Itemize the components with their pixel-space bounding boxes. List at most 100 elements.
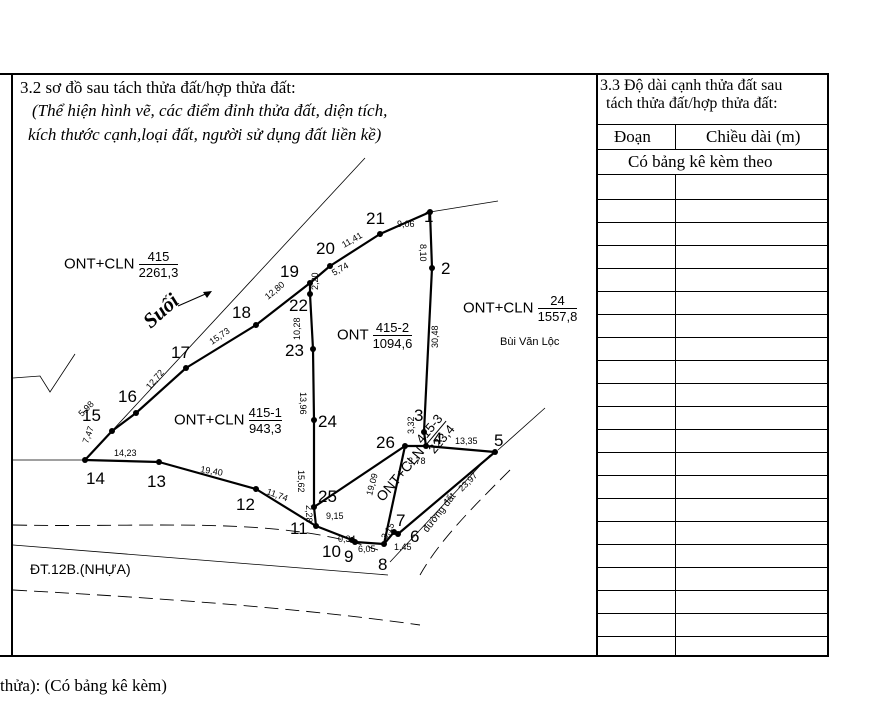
vertex-point-12 [253, 486, 259, 492]
vertex-point-16 [133, 410, 139, 416]
vertex-point-13 [156, 459, 162, 465]
vertex-point-25 [311, 504, 317, 510]
left-note-line2: kích thước cạnh,loại đất, người sử dụng … [28, 125, 382, 144]
table-row-line [597, 124, 828, 125]
vertex-label-21: 21 [366, 209, 385, 228]
edge-length-label: 15,62 [296, 470, 306, 493]
table-row-line [597, 314, 828, 315]
vertex-label-14: 14 [86, 469, 105, 488]
vertex-label-20: 20 [316, 239, 335, 258]
vertex-point-5 [492, 449, 498, 455]
edge-length-label: 3,32 [406, 416, 416, 434]
parcel-area: 1094,6 [372, 336, 413, 351]
vertex-label-7: 7 [396, 511, 405, 530]
road-label: ĐT.12B.(NHỰA) [30, 561, 131, 577]
edge-length-label: 12,80 [263, 279, 287, 301]
table-row-line [597, 337, 828, 338]
edge-length-label: 2,28 [304, 505, 314, 523]
edge-length-label: 6,05 [358, 544, 376, 554]
vertex-point-24 [311, 417, 317, 423]
table-row-line [597, 613, 828, 614]
vertex-label-10: 10 [322, 542, 341, 561]
parcel-label-24: ONT+CLN 24 1557,8 [463, 293, 578, 324]
vertex-point-1 [427, 209, 433, 215]
table-row-line [597, 636, 828, 637]
table-row-line [597, 245, 828, 246]
vertex-label-15: 15 [82, 406, 101, 425]
vertex-label-18: 18 [232, 303, 251, 322]
vertex-point-22 [307, 291, 313, 297]
neighbor-boundary-right [497, 407, 546, 451]
neighbor-owner-label: Bùi Văn Lộc [500, 336, 560, 348]
vertex-label-5: 5 [494, 431, 503, 450]
parcel-divider-west [308, 283, 318, 527]
parcel-area: 2261,3 [138, 265, 179, 280]
vertex-point-15 [109, 428, 115, 434]
road-dash-2 [12, 589, 421, 626]
vertex-label-3: 3 [414, 406, 423, 425]
table-row-line [597, 174, 828, 175]
vertex-point-18 [253, 322, 259, 328]
vertex-point-20 [327, 263, 333, 269]
vertex-point-8 [381, 541, 387, 547]
parcel-area: 1557,8 [537, 309, 578, 324]
vertex-point-10 [349, 537, 355, 543]
vertex-point-19 [307, 280, 313, 286]
parcel-prefix: ONT+CLN [174, 411, 245, 429]
road-dash-3 [419, 469, 511, 576]
table-row-line [597, 406, 828, 407]
road-edge-1 [389, 454, 491, 563]
table-row-line [597, 590, 828, 591]
vertex-label-12: 12 [236, 495, 255, 514]
vertex-point-26 [402, 443, 408, 449]
vertex-label-2: 2 [441, 259, 450, 278]
west-boundary-2 [12, 353, 76, 393]
parcel-number: 415 [138, 249, 179, 265]
edge-length-label: 14,23 [114, 448, 137, 458]
parcel-prefix: ONT+CLN [64, 255, 135, 273]
table-row-line [597, 268, 828, 269]
table-row-line [597, 475, 828, 476]
edge-length-label: 23,97 [456, 470, 479, 493]
frame-right-border [827, 73, 829, 657]
table-row-line [597, 452, 828, 453]
vertex-point-7 [391, 529, 397, 535]
table-col-line [675, 174, 676, 656]
vertex-label-13: 13 [147, 472, 166, 491]
vertex-label-17: 17 [171, 343, 190, 362]
parcel-divider-east [382, 445, 407, 545]
edge-length-label: 13,96 [298, 392, 308, 415]
table-row-line [597, 291, 828, 292]
edge-length-label: 19,40 [200, 464, 224, 478]
table-row-line [597, 521, 828, 522]
left-heading: 3.2 sơ đồ sau tách thửa đất/hợp thửa đất… [20, 78, 296, 97]
edge-length-label: 13,35 [455, 436, 478, 446]
vertex-label-25: 25 [318, 487, 337, 506]
edge-length-label: 11,74 [265, 486, 289, 503]
parcel-label-415: ONT+CLN 415 2261,3 [64, 249, 179, 280]
vertex-point-11 [313, 523, 319, 529]
edge-length-label: 8,10 [418, 244, 428, 262]
footer-text: thửa): (Có bảng kê kèm) [0, 676, 167, 695]
vertex-label-1: 1 [424, 207, 433, 226]
neighbor-boundary-top [429, 200, 499, 213]
parcel-prefix: ONT+CLN [463, 299, 534, 317]
parcel-label-415-2: ONT 415-2 1094,6 [337, 320, 413, 351]
frame-divider [596, 73, 598, 657]
parcel-prefix: ONT [337, 326, 369, 344]
edge-length-label: 2,20 [310, 272, 320, 290]
col-header-length: Chiều dài (m) [706, 127, 801, 146]
vertex-label-6: 6 [410, 527, 419, 546]
table-row-line [597, 429, 828, 430]
right-heading-line2: tách thửa đất/hợp thửa đất: [606, 95, 778, 112]
edge-length-label: 0,34 [338, 534, 356, 544]
vertex-label-8: 8 [378, 555, 387, 574]
parcel-label-415-1: ONT+CLN 415-1 943,3 [174, 405, 282, 436]
vertex-label-22: 22 [289, 296, 308, 315]
parcel-divider-mid [313, 445, 406, 508]
edge-length-label: 9,06 [397, 219, 415, 229]
frame-left-border [11, 73, 13, 657]
parcel-number: 24 [537, 293, 578, 309]
edge-length-label: 1,45 [394, 542, 412, 552]
right-heading-line1: 3.3 Độ dài cạnh thửa đất sau [600, 77, 783, 94]
